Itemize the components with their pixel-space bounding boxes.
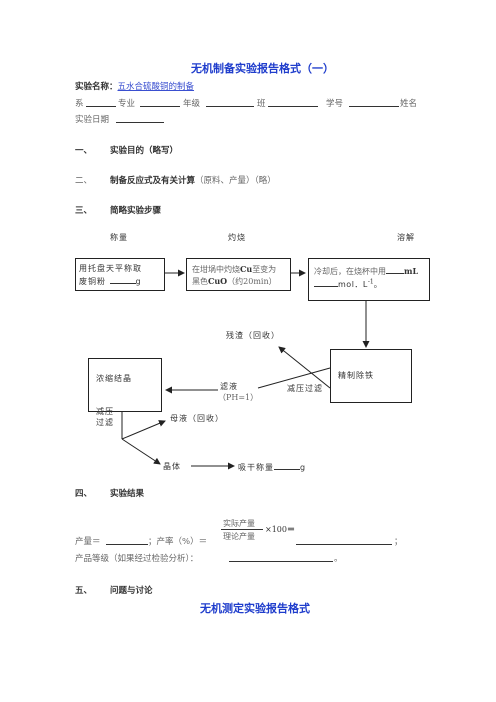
weigh-amount-blank[interactable] [109, 275, 136, 284]
formula-equals: ＝ [286, 524, 295, 534]
step-box-weigh: 用托盘天平称取 废铜粉 g [75, 258, 165, 291]
dept-label: 系 [75, 99, 84, 109]
mother-liquor-label: 母液（回收） [170, 414, 224, 423]
dissolve-box-text: 冷却后，在烧杯中用 [314, 267, 386, 276]
burn-box-text-c: 黑色 [192, 277, 208, 286]
experiment-name-row: 实验名称：五水合硫酸铜的制备 [75, 80, 194, 92]
burn-box-line2: 黑色CuO（约20min） [192, 276, 277, 287]
crystal-label: 晶体 [163, 462, 181, 471]
rate-semicolon: ； [394, 537, 403, 547]
purify-label: 精制除铁 [338, 371, 374, 380]
section-5-number: 五、 [75, 586, 93, 596]
times-hundred: ×100＝ [265, 524, 295, 535]
section-1-title: 实验目的（略写） [110, 146, 179, 156]
section-2-title-main: 制备反应式及有关计算 [110, 176, 196, 186]
weigh-dry-row: 吸干称量 g [238, 461, 306, 473]
product-grade-period: 。 [334, 554, 343, 564]
name-label: 姓名 [400, 99, 418, 109]
section-2-title: 制备反应式及有关计算（原料、产量）（略） [110, 174, 276, 186]
page-title: 无机制备实验报告格式（一） [191, 62, 334, 75]
student-id-blank[interactable] [349, 106, 399, 107]
dept-blank[interactable] [86, 106, 116, 107]
section-3-title: 简略实验步骤 [110, 206, 162, 216]
flow-header-burn: 灼烧 [228, 233, 246, 242]
experiment-name-label: 实验名称： [75, 82, 118, 92]
section-5-title: 问题与讨论 [110, 586, 153, 596]
class-label: 班 [257, 99, 266, 109]
fraction-denominator: 理论产量 [223, 532, 255, 541]
weigh-box-line1: 用托盘天平称取 [79, 264, 142, 273]
step-box-purify: 精制除铁 [330, 349, 412, 403]
dissolve-box-line2: mol．L-1。 [314, 278, 382, 290]
fraction-bar [221, 529, 263, 530]
next-section-title: 无机测定实验报告格式 [200, 602, 310, 615]
vacuum-filter-label-2a: 减压 [96, 407, 114, 416]
section-2-title-note: （原料、产量）（略） [195, 176, 276, 186]
student-id-label: 学号 [326, 99, 344, 109]
residue-recycle-label: 残渣（回收） [226, 331, 280, 340]
product-grade-label: 产品等级（如果经过检验分析）： [75, 554, 199, 564]
weigh-dry-unit: g [300, 463, 307, 472]
section-1-number: 一、 [75, 146, 93, 156]
dissolve-conc-exp: -1 [367, 278, 374, 286]
burn-box-cuo: CuO [208, 276, 228, 286]
flow-header-dissolve: 溶解 [397, 233, 415, 242]
dissolve-ml-blank[interactable] [386, 265, 404, 274]
weigh-unit: g [135, 277, 142, 286]
filtrate-label: 滤液 [220, 382, 238, 391]
section-4-title: 实验结果 [110, 489, 145, 499]
date-label: 实验日期 [75, 115, 110, 125]
weigh-box-line2: 废铜粉 g [79, 275, 142, 287]
filtrate-ph: （PH=1） [218, 393, 259, 402]
fraction-numerator: 实际产量 [223, 519, 255, 528]
yield-blank[interactable] [106, 544, 148, 545]
burn-box-time: （约20min） [227, 277, 277, 286]
line-filter-to-filtrate [257, 367, 331, 389]
dissolve-conc-blank[interactable] [314, 278, 338, 287]
concentrate-label: 浓缩结晶 [96, 374, 132, 383]
dissolve-box-end: 。 [373, 280, 382, 289]
experiment-name-value: 五水合硫酸铜的制备 [117, 82, 195, 92]
flow-header-weigh: 称量 [110, 233, 128, 242]
class-blank[interactable] [268, 106, 318, 107]
grade-label: 年级 [183, 99, 201, 109]
rate-result-blank[interactable] [296, 544, 392, 545]
burn-box-text-a: 在坩埚中灼烧 [192, 265, 240, 274]
weigh-dry-blank[interactable] [274, 461, 300, 470]
product-grade-blank[interactable] [229, 561, 333, 562]
vacuum-filter-label-1: 减压过滤 [287, 384, 323, 393]
arrow-to-crystal [121, 438, 161, 465]
burn-box-text-b: 至变为 [252, 265, 277, 274]
step-box-concentrate: 浓缩结晶 [88, 358, 162, 412]
dissolve-conc-unit: mol．L [338, 280, 368, 289]
yield-label: 产量＝ [75, 537, 101, 547]
section-2-number: 二、 [75, 176, 93, 186]
weigh-box-copper-powder: 废铜粉 [79, 277, 106, 286]
major-label: 专业 [118, 99, 136, 109]
weigh-dry-label: 吸干称量 [238, 463, 274, 472]
burn-box-line1: 在坩埚中灼烧Cu至变为 [192, 264, 276, 275]
section-3-number: 三、 [75, 206, 93, 216]
burn-box-cu: Cu [240, 264, 253, 274]
grade-blank[interactable] [206, 106, 254, 107]
vacuum-filter-label-2b: 过滤 [96, 418, 114, 427]
rate-label: ；产率（%）＝ [148, 537, 208, 547]
date-blank[interactable] [116, 122, 164, 123]
section-4-number: 四、 [75, 489, 93, 499]
step-box-burn: 在坩埚中灼烧Cu至变为 黑色CuO（约20min） [186, 258, 291, 291]
dissolve-ml-unit: mL [404, 266, 419, 276]
major-blank[interactable] [140, 106, 180, 107]
arrow-filter-to-residue [278, 346, 331, 389]
arrow-to-mother-liquor [121, 420, 166, 440]
step-box-dissolve: 冷却后，在烧杯中用 mL mol．L-1。 [308, 258, 430, 301]
dissolve-box-line1: 冷却后，在烧杯中用 mL [314, 265, 418, 277]
times-hundred-text: ×100 [265, 525, 287, 534]
